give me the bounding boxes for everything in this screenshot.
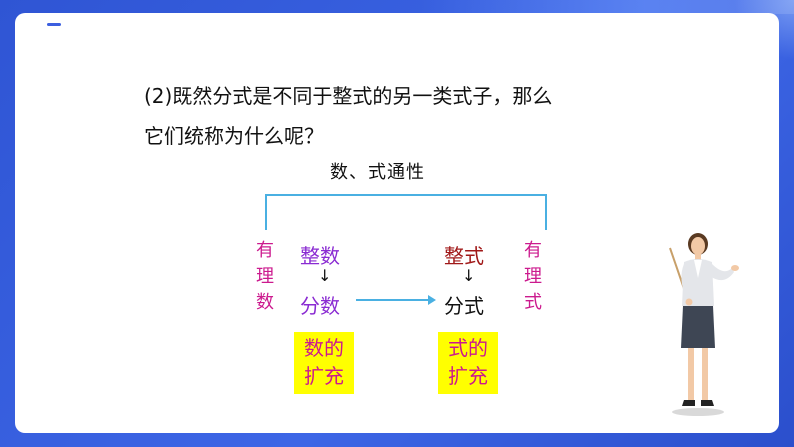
diagram-title: 数、式通性 [330, 162, 425, 183]
box-line: 数的 [304, 336, 344, 360]
vertical-char: 理 [256, 266, 274, 287]
vertical-char: 有 [524, 240, 542, 261]
fraction-number-label: 分数 [300, 294, 340, 318]
number-extension-box: 数的 扩充 [294, 332, 354, 394]
polynomial-label: 整式 [444, 244, 484, 268]
rational-expression-label: 有 理 式 [522, 238, 544, 316]
vertical-char: 数 [256, 292, 274, 313]
question-line-2: 它们统称为什么呢？ [144, 124, 324, 148]
rational-number-label: 有 理 数 [254, 238, 276, 316]
vertical-char: 理 [524, 266, 542, 287]
fraction-expression-label: 分式 [444, 294, 484, 318]
down-arrow-icon: ↓ [318, 266, 332, 285]
integer-label: 整数 [300, 244, 340, 268]
vertical-char: 式 [524, 292, 542, 313]
top-decoration [420, 0, 794, 14]
question-text: (2)既然分式是不同于整式的另一类式子，那么 它们统称为什么呢？ [144, 76, 624, 156]
right-arrow-icon [356, 295, 436, 305]
box-line: 扩充 [448, 364, 488, 388]
vertical-char: 有 [256, 240, 274, 261]
down-arrow-icon: ↓ [462, 266, 476, 285]
accent-dash [47, 23, 61, 26]
connecting-bracket [265, 194, 547, 230]
box-line: 扩充 [304, 364, 344, 388]
slide-card [15, 13, 779, 433]
box-line: 式的 [448, 336, 488, 360]
expression-extension-box: 式的 扩充 [438, 332, 498, 394]
question-line-1: (2)既然分式是不同于整式的另一类式子，那么 [144, 84, 553, 108]
teacher-illustration-icon [669, 233, 739, 416]
